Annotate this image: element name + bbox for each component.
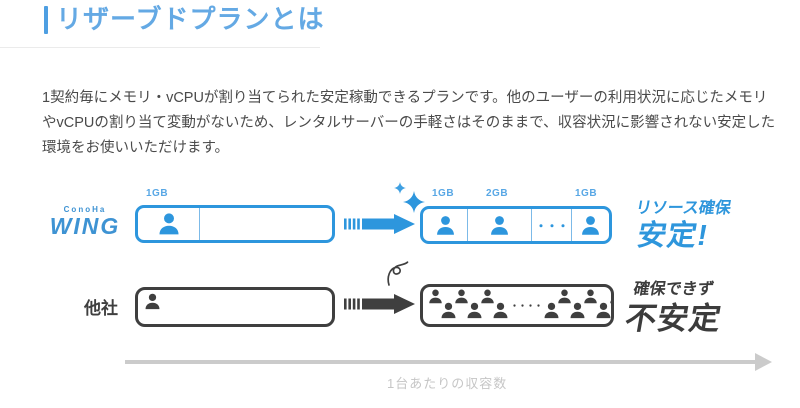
plan-description: 1契約毎にメモリ・vCPUが割り当てられた安定稼動できるプランです。他のユーザー…: [42, 90, 776, 156]
user-person-icon: [491, 301, 510, 320]
capacity-axis-line: [125, 360, 758, 364]
logo-brand-main: WING: [49, 213, 121, 239]
user-person-icon: [608, 288, 614, 305]
page-title: リザーブドプランとは: [56, 4, 325, 34]
wing-after-memory-label-2: 2GB: [486, 188, 509, 199]
other-result-headline: 不安定: [622, 301, 725, 336]
other-server-box-crowded: ・・・・: [420, 284, 614, 327]
user-person-icon: [579, 214, 602, 237]
wing-server-box-before: [135, 205, 335, 243]
title-accent-bar: [44, 6, 48, 34]
wing-server-box-after: ・・・: [420, 206, 612, 244]
wing-user-slot: [423, 209, 468, 241]
wing-after-memory-label-3: 1GB: [575, 188, 598, 199]
wing-user-slot: [138, 208, 200, 240]
crowd-cluster: [542, 287, 614, 320]
user-person-icon: [488, 214, 511, 237]
wing-after-memory-label-1: 1GB: [432, 188, 455, 199]
logo-brand-top: ConoHa: [63, 205, 107, 214]
title-underline: [0, 47, 320, 48]
transition-arrow-icon: [344, 214, 416, 234]
capacity-axis-arrowhead-icon: [755, 353, 772, 371]
other-company-label: 他社: [84, 299, 118, 318]
user-person-icon: [143, 292, 162, 311]
ellipsis-dots: ・・・: [534, 218, 569, 233]
wing-ellipsis-slot: ・・・: [532, 209, 572, 241]
ellipsis-dots: ・・・・: [510, 301, 543, 311]
wing-user-slot: [468, 209, 532, 241]
wing-result-headline: 安定!: [634, 220, 711, 252]
conoha-wing-logo: ConoHa WING: [40, 205, 130, 238]
user-person-icon: [156, 211, 182, 237]
user-person-icon: [434, 214, 457, 237]
crowd-cluster: [427, 287, 510, 320]
wing-user-slot: [572, 209, 609, 241]
other-server-box-before: [135, 287, 335, 327]
transition-arrow-icon: [344, 294, 416, 314]
capacity-axis-label: 1台あたりの収容数: [387, 376, 508, 391]
confusion-squiggle-icon: [387, 261, 409, 286]
wing-before-memory-label: 1GB: [146, 188, 169, 199]
